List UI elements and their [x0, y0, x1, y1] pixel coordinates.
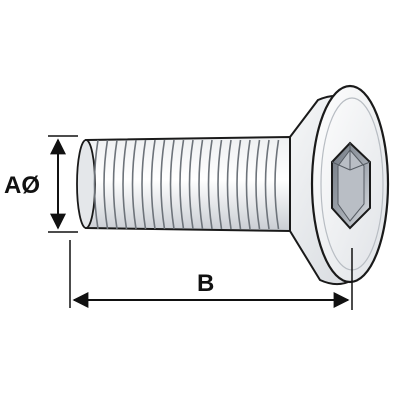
thread-line: [112, 139, 118, 230]
thread-line: [179, 139, 185, 230]
thread-line: [198, 139, 204, 230]
threaded-shank: [76, 135, 291, 233]
thread-line: [131, 139, 137, 230]
shank-end: [76, 139, 96, 229]
thread-line: [217, 139, 223, 230]
thread-line: [141, 139, 147, 230]
thread-line: [103, 139, 109, 230]
thread-line: [226, 139, 232, 230]
thread-line: [236, 139, 242, 230]
length-label: B: [197, 270, 214, 297]
screw-head: [289, 84, 390, 286]
thread-line: [264, 139, 270, 230]
thread-line: [93, 139, 99, 230]
thread-line: [169, 139, 175, 230]
thread-line: [255, 139, 261, 230]
diameter-dimension: AØ: [4, 135, 78, 233]
thread-line: [160, 139, 166, 230]
diameter-label: AØ: [4, 172, 40, 199]
thread-line: [188, 139, 194, 230]
thread-line: [122, 139, 128, 230]
hex-socket-icon: [331, 141, 371, 230]
thread-line: [207, 139, 213, 230]
thread-line: [274, 139, 280, 230]
thread-line: [150, 139, 156, 230]
thread-lines: [93, 139, 280, 230]
thread-line: [245, 139, 251, 230]
length-dimension: B: [69, 240, 353, 310]
